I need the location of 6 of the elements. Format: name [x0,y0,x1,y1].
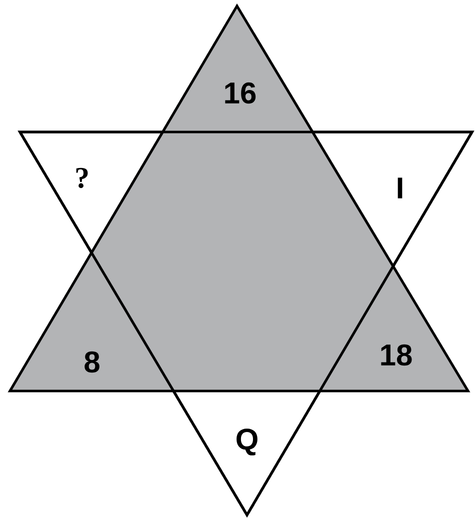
region-label: ? [76,168,88,188]
region-label: 8 [84,351,100,373]
region-label: Q [236,428,258,456]
region-label: 16 [225,82,256,104]
region-label: 18 [381,344,412,366]
region-label: I [398,178,402,198]
